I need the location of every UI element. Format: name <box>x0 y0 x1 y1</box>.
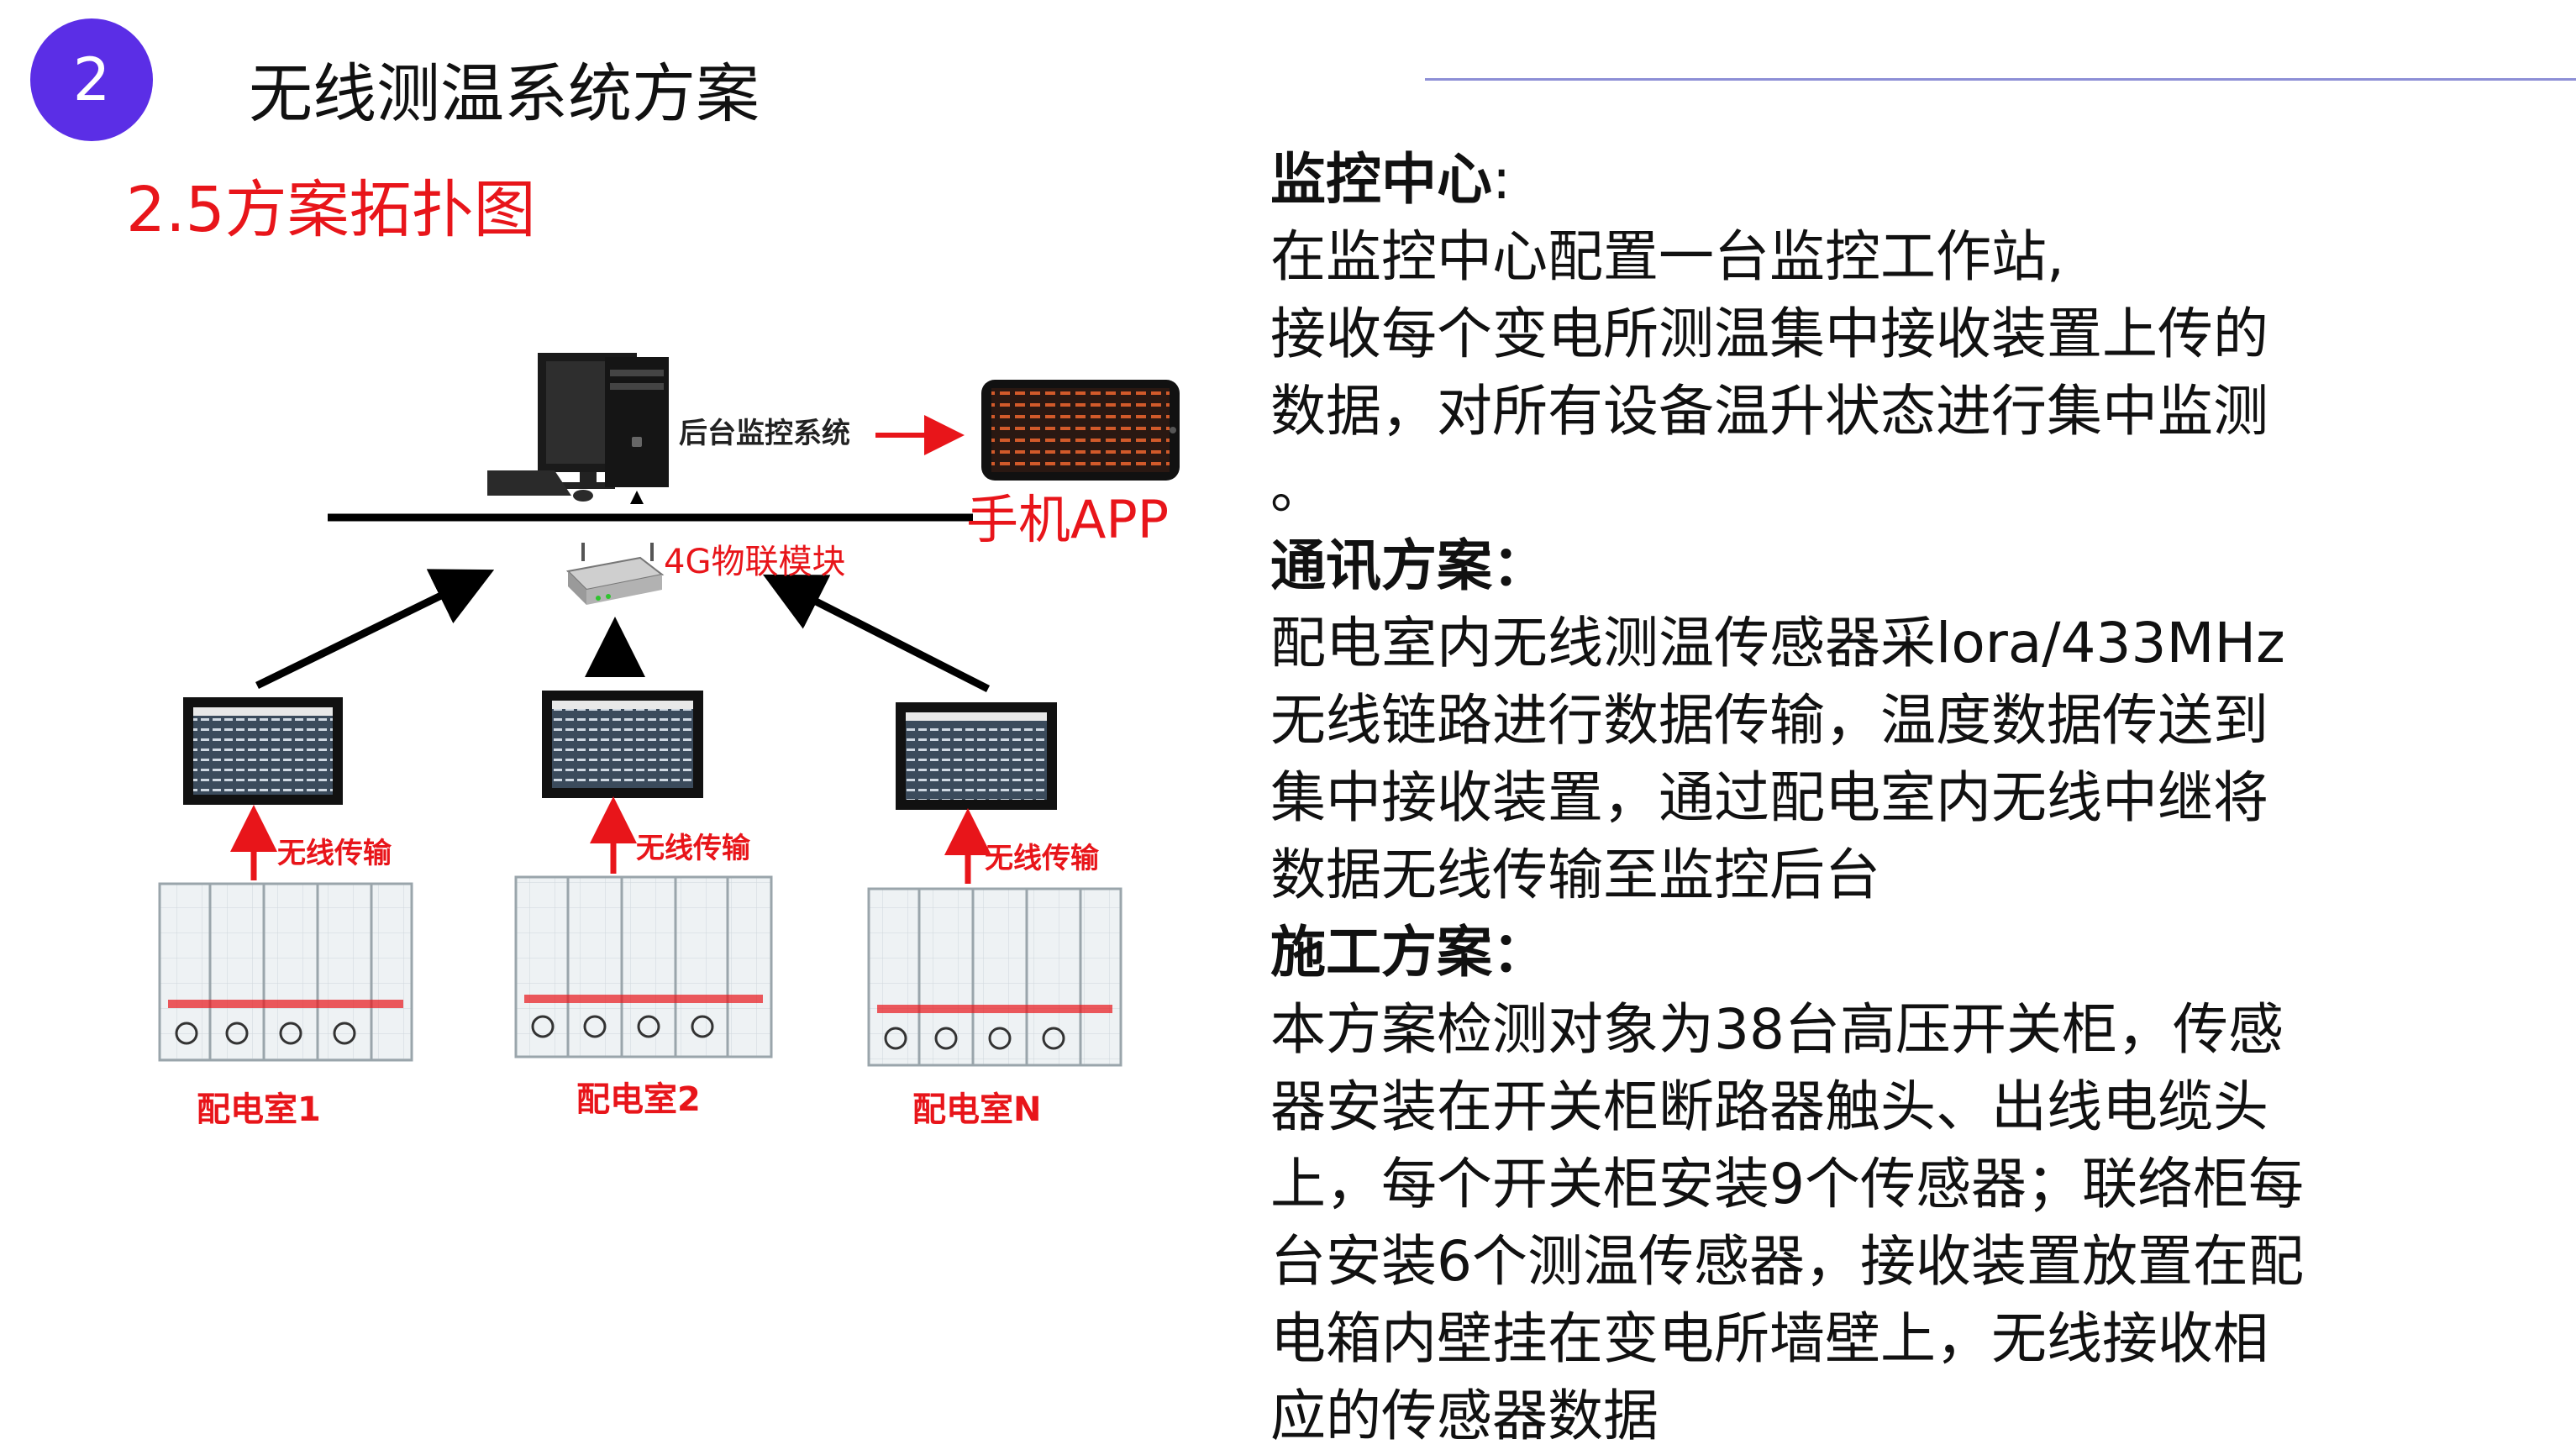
build-line: 本方案检测对象为38台高压开关柜，传感 <box>1270 997 2284 1062</box>
description-text: 监控中心: 在监控中心配置一台监控工作站, 接收每个变电所测温集中接收装置上传的… <box>1270 141 2489 1455</box>
comm-line: 配电室内无线测温传感器采lora/433MHz <box>1270 611 2285 675</box>
receiver-screen-3 <box>896 702 1057 810</box>
monitor-line: 在监控中心配置一台监控工作站, <box>1270 224 2064 289</box>
4g-module-label: 4G物联模块 <box>664 543 846 581</box>
build-line: 电箱内壁挂在变电所墙壁上，无线接收相 <box>1270 1306 2268 1371</box>
switchgear-group-2 <box>514 875 773 1058</box>
title-divider <box>1425 78 2576 81</box>
section-number-badge: 2 <box>30 18 153 141</box>
monitor-line: 数据，对所有设备温升状态进行集中监测 <box>1270 379 2268 444</box>
build-line: 台安装6个测温传感器，接收装置放置在配 <box>1270 1229 2304 1294</box>
build-line: 器安装在开关柜断路器触头、出线电缆头 <box>1270 1074 2268 1139</box>
wireless-label-2: 无线传输 <box>636 832 750 865</box>
comm-line: 集中接收装置，通过配电室内无线中继将 <box>1270 765 2268 830</box>
build-line: 应的传感器数据 <box>1270 1384 1659 1448</box>
switchgear-group-1 <box>158 882 413 1062</box>
receiver-screen-1 <box>183 697 343 805</box>
monitoring-workstation-icon <box>487 353 669 502</box>
comm-line: 数据无线传输至监控后台 <box>1270 843 1880 907</box>
monitor-heading-colon: : <box>1492 147 1511 212</box>
monitor-heading-line: 监控中心: <box>1270 141 2489 218</box>
comm-heading: 通讯方案： <box>1270 533 1548 598</box>
4g-iot-module-icon <box>565 543 665 605</box>
room-label-n: 配电室N <box>912 1090 1042 1129</box>
switchgear-group-3 <box>867 887 1122 1067</box>
comm-line: 无线链路进行数据传输，温度数据传送到 <box>1270 688 2268 753</box>
monitor-heading: 监控中心 <box>1270 147 1492 212</box>
page-title: 无线测温系统方案 <box>249 56 760 131</box>
mobile-app-label: 手机APP <box>966 489 1170 550</box>
build-line: 上，每个开关柜安装9个传感器；联络柜每 <box>1270 1152 2304 1216</box>
build-heading: 施工方案： <box>1270 920 1548 985</box>
section-subtitle: 2.5方案拓扑图 <box>126 174 536 246</box>
room-label-2: 配电室2 <box>576 1080 701 1119</box>
backend-system-label: 后台监控系统 <box>679 417 850 450</box>
room-label-1: 配电室1 <box>197 1090 321 1129</box>
receiver-screen-2 <box>542 691 703 798</box>
mobile-app-icon <box>981 380 1180 481</box>
wireless-label-3: 无线传输 <box>985 842 1099 875</box>
wireless-label-1: 无线传输 <box>277 837 392 870</box>
monitor-line: 接收每个变电所测温集中接收装置上传的 <box>1270 302 2268 366</box>
monitor-line: 。 <box>1270 456 1326 521</box>
